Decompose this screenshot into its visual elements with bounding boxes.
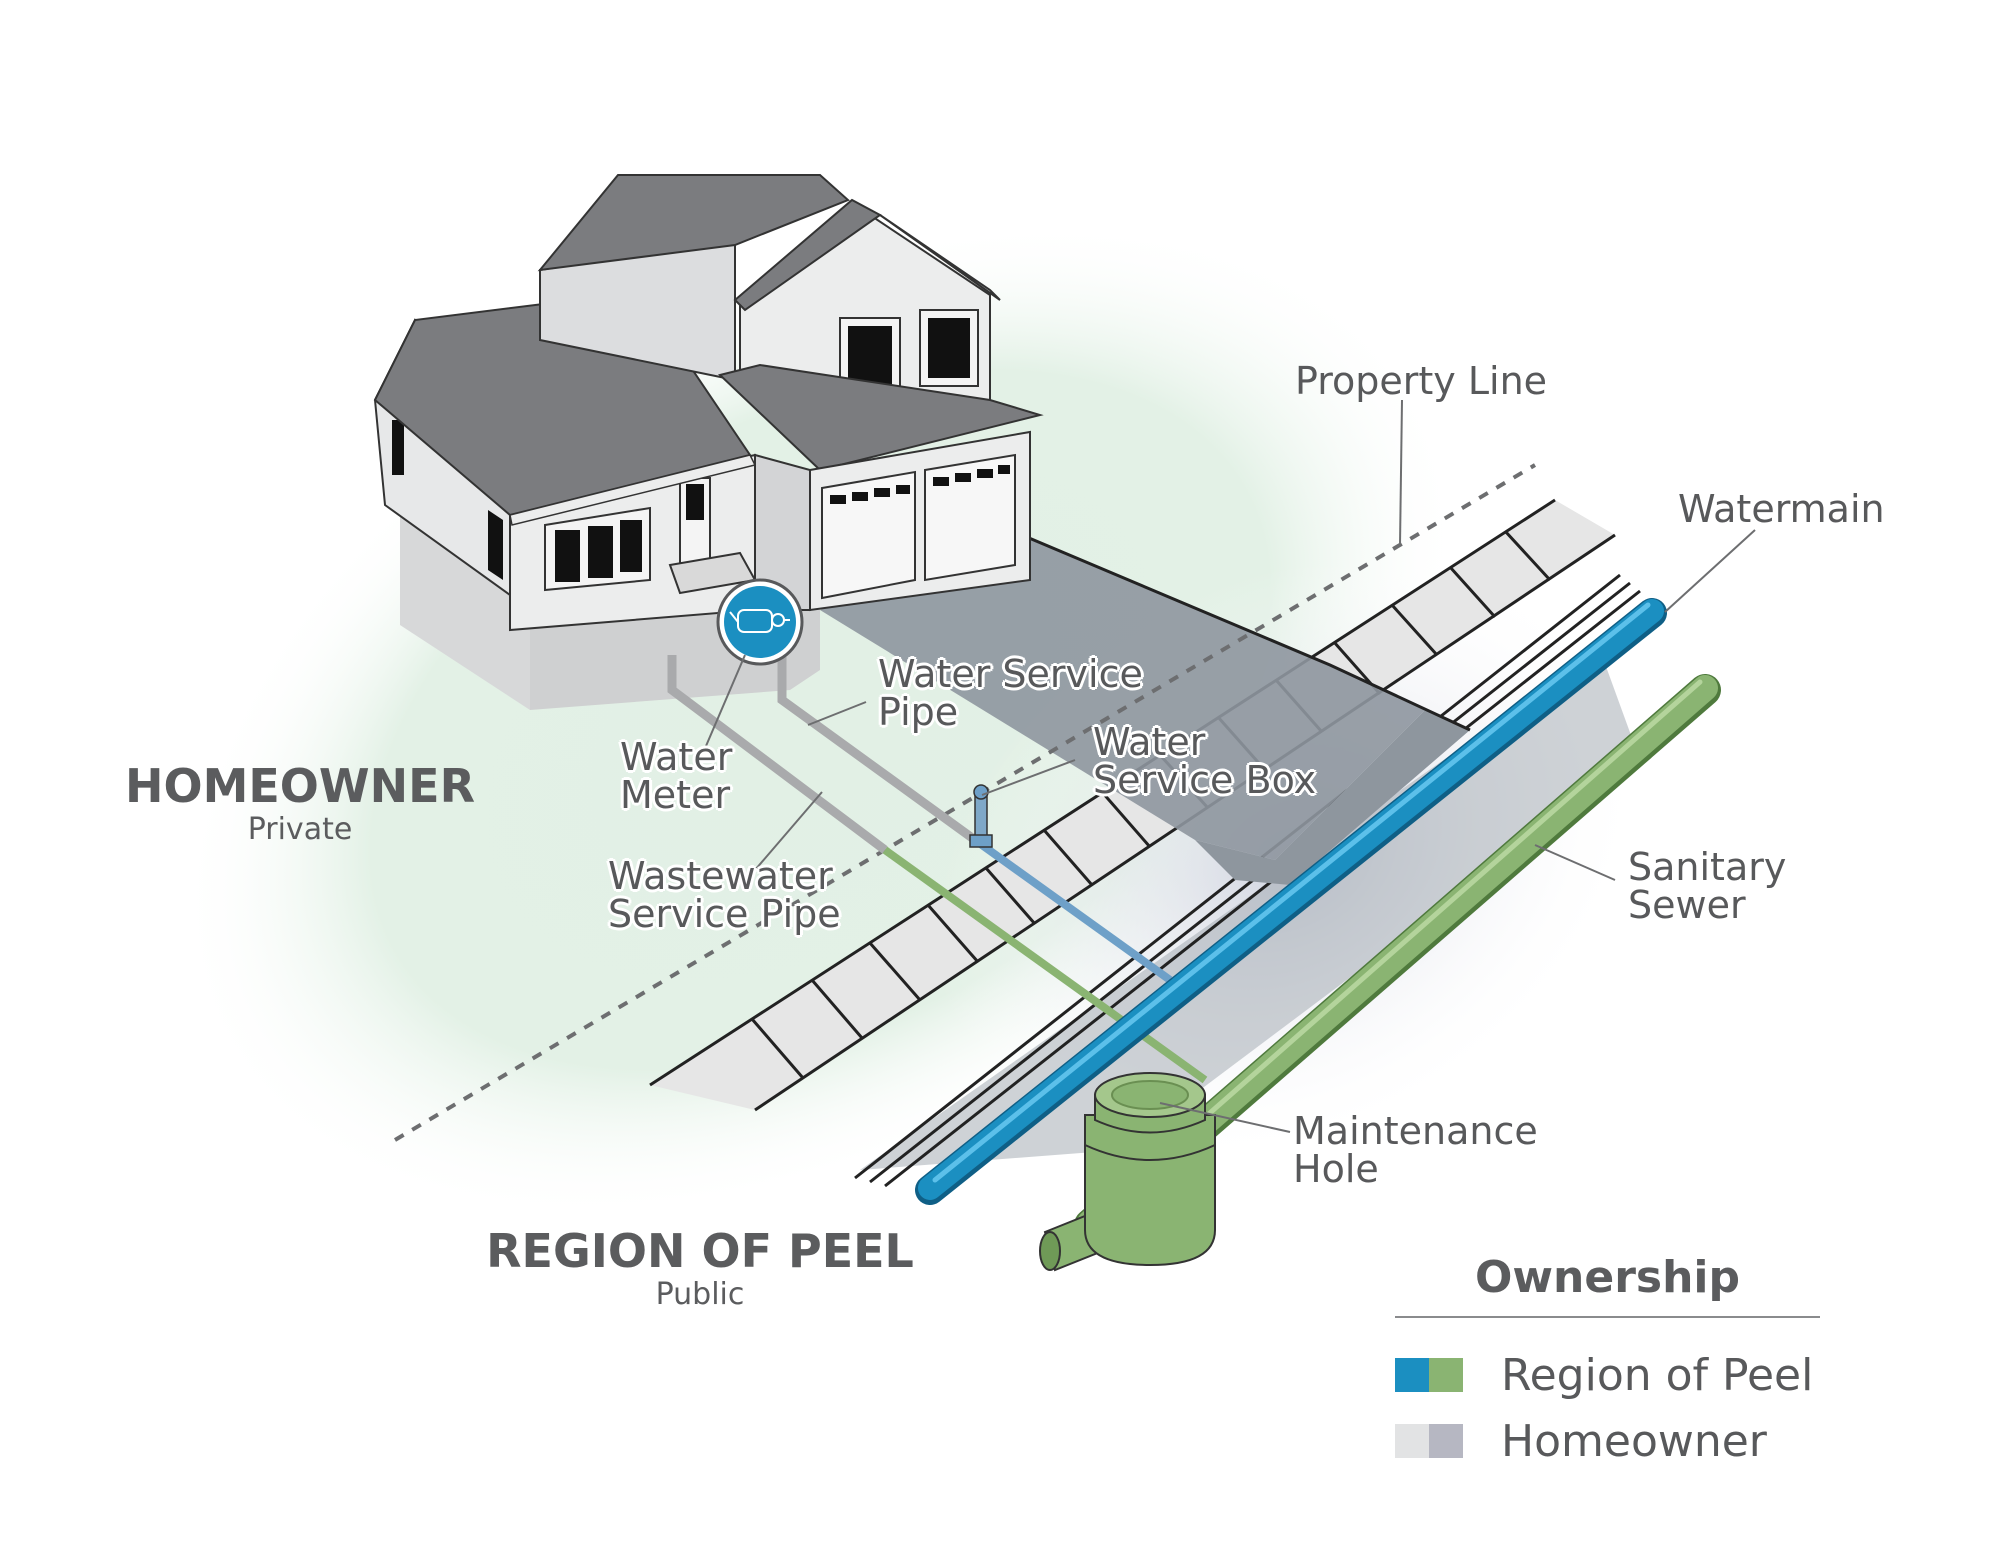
water-service-box-label-line2: Service Box <box>1093 758 1317 802</box>
bay-window-pane <box>620 520 642 572</box>
water-service-pipe-public <box>972 836 1173 984</box>
water-service-pipe-label: Water Service Pipe <box>878 655 1143 731</box>
legend-title: Ownership <box>1395 1250 1820 1318</box>
garage-side-wall <box>754 453 811 611</box>
house-main-roof <box>537 174 850 272</box>
wastewater-service-pipe-label: Wastewater Service Pipe <box>608 857 841 933</box>
bay-window-pane <box>588 526 613 578</box>
sanitary-sewer-label-line2: Sewer <box>1628 883 1746 927</box>
house-foundation <box>400 505 530 710</box>
watermain-body <box>918 599 1664 1200</box>
maintenance-hole-label-line1: Maintenance <box>1293 1109 1538 1153</box>
sanitary-sewer-label-line1: Sanitary <box>1628 845 1787 889</box>
maintenance-hole-leader <box>1159 1102 1291 1133</box>
maintenance-hole-label: Maintenance Hole <box>1293 1112 1538 1188</box>
homeowner-zone-label: HOMEOWNER Private <box>120 760 480 848</box>
legend-label-region: Region of Peel <box>1501 1349 1814 1401</box>
legend-swatch-homeowner-dark <box>1429 1424 1463 1458</box>
legend-item-region: Region of Peel <box>1395 1342 1820 1408</box>
garage-gable-roof-right <box>879 214 1001 301</box>
driveway <box>820 530 1425 860</box>
water-meter-icon <box>716 578 804 666</box>
legend-item-homeowner: Homeowner <box>1395 1408 1820 1474</box>
legend-swatch-region-blue <box>1395 1358 1429 1392</box>
driveway-edge <box>1009 528 1471 732</box>
property-line <box>393 463 1537 1142</box>
water-service-pipe-label-line1: Water Service <box>878 652 1143 696</box>
maintenance-hole-label-line2: Hole <box>1293 1147 1379 1191</box>
homeowner-zone-title: HOMEOWNER <box>125 759 475 813</box>
sanitary-sewer-leader <box>1534 844 1616 881</box>
water-meter-label-line2: Meter <box>620 773 731 817</box>
upper-window-pane <box>928 318 970 378</box>
watermain-highlight <box>932 602 1651 1183</box>
legend-swatch-homeowner-light <box>1395 1424 1429 1458</box>
wastewater-service-pipe-label-line1: Wastewater <box>608 854 833 898</box>
legend-label-homeowner: Homeowner <box>1501 1415 1767 1467</box>
homeowner-zone-subtitle: Private <box>247 812 353 847</box>
bay-window-pane <box>555 530 580 582</box>
house-side-window <box>488 510 503 580</box>
wastewater-service-pipe-private <box>667 655 888 854</box>
upper-window-pane <box>848 326 892 388</box>
garage-door-windows <box>830 465 1010 504</box>
ownership-legend: Ownership Region of Peel Homeowner <box>1395 1250 1820 1474</box>
region-zone-label: REGION OF PEEL Public <box>480 1225 920 1313</box>
water-meter-label: Water Meter <box>620 738 732 814</box>
water-service-box-label: Water Service Box <box>1093 723 1316 799</box>
property-line-leader <box>1399 399 1403 546</box>
garage-roof <box>717 363 1044 472</box>
water-service-pipe-label-line2: Pipe <box>878 690 959 734</box>
label-leaders <box>699 529 1756 871</box>
water-service-pipe-private <box>777 655 978 844</box>
front-door-glass <box>686 484 704 520</box>
sanitary-sewer-label: Sanitary Sewer <box>1628 848 1786 924</box>
legend-swatch-region-green <box>1429 1358 1463 1392</box>
water-service-box <box>969 784 993 848</box>
driveway-apron <box>1195 710 1470 885</box>
wastewater-service-pipe-public <box>882 846 1208 1084</box>
watermain-label: Watermain <box>1678 487 1885 531</box>
property-line-label: Property Line <box>1295 359 1548 403</box>
region-zone-title: REGION OF PEEL <box>486 1224 914 1278</box>
sidewalk <box>650 500 1615 1110</box>
water-meter-label-line1: Water <box>620 735 733 779</box>
garage-door <box>924 453 1016 582</box>
region-zone-subtitle: Public <box>655 1277 745 1312</box>
wastewater-service-pipe-label-line2: Service Pipe <box>608 892 841 936</box>
water-service-box-label-line1: Water <box>1093 720 1206 764</box>
house-side-window <box>392 420 404 475</box>
